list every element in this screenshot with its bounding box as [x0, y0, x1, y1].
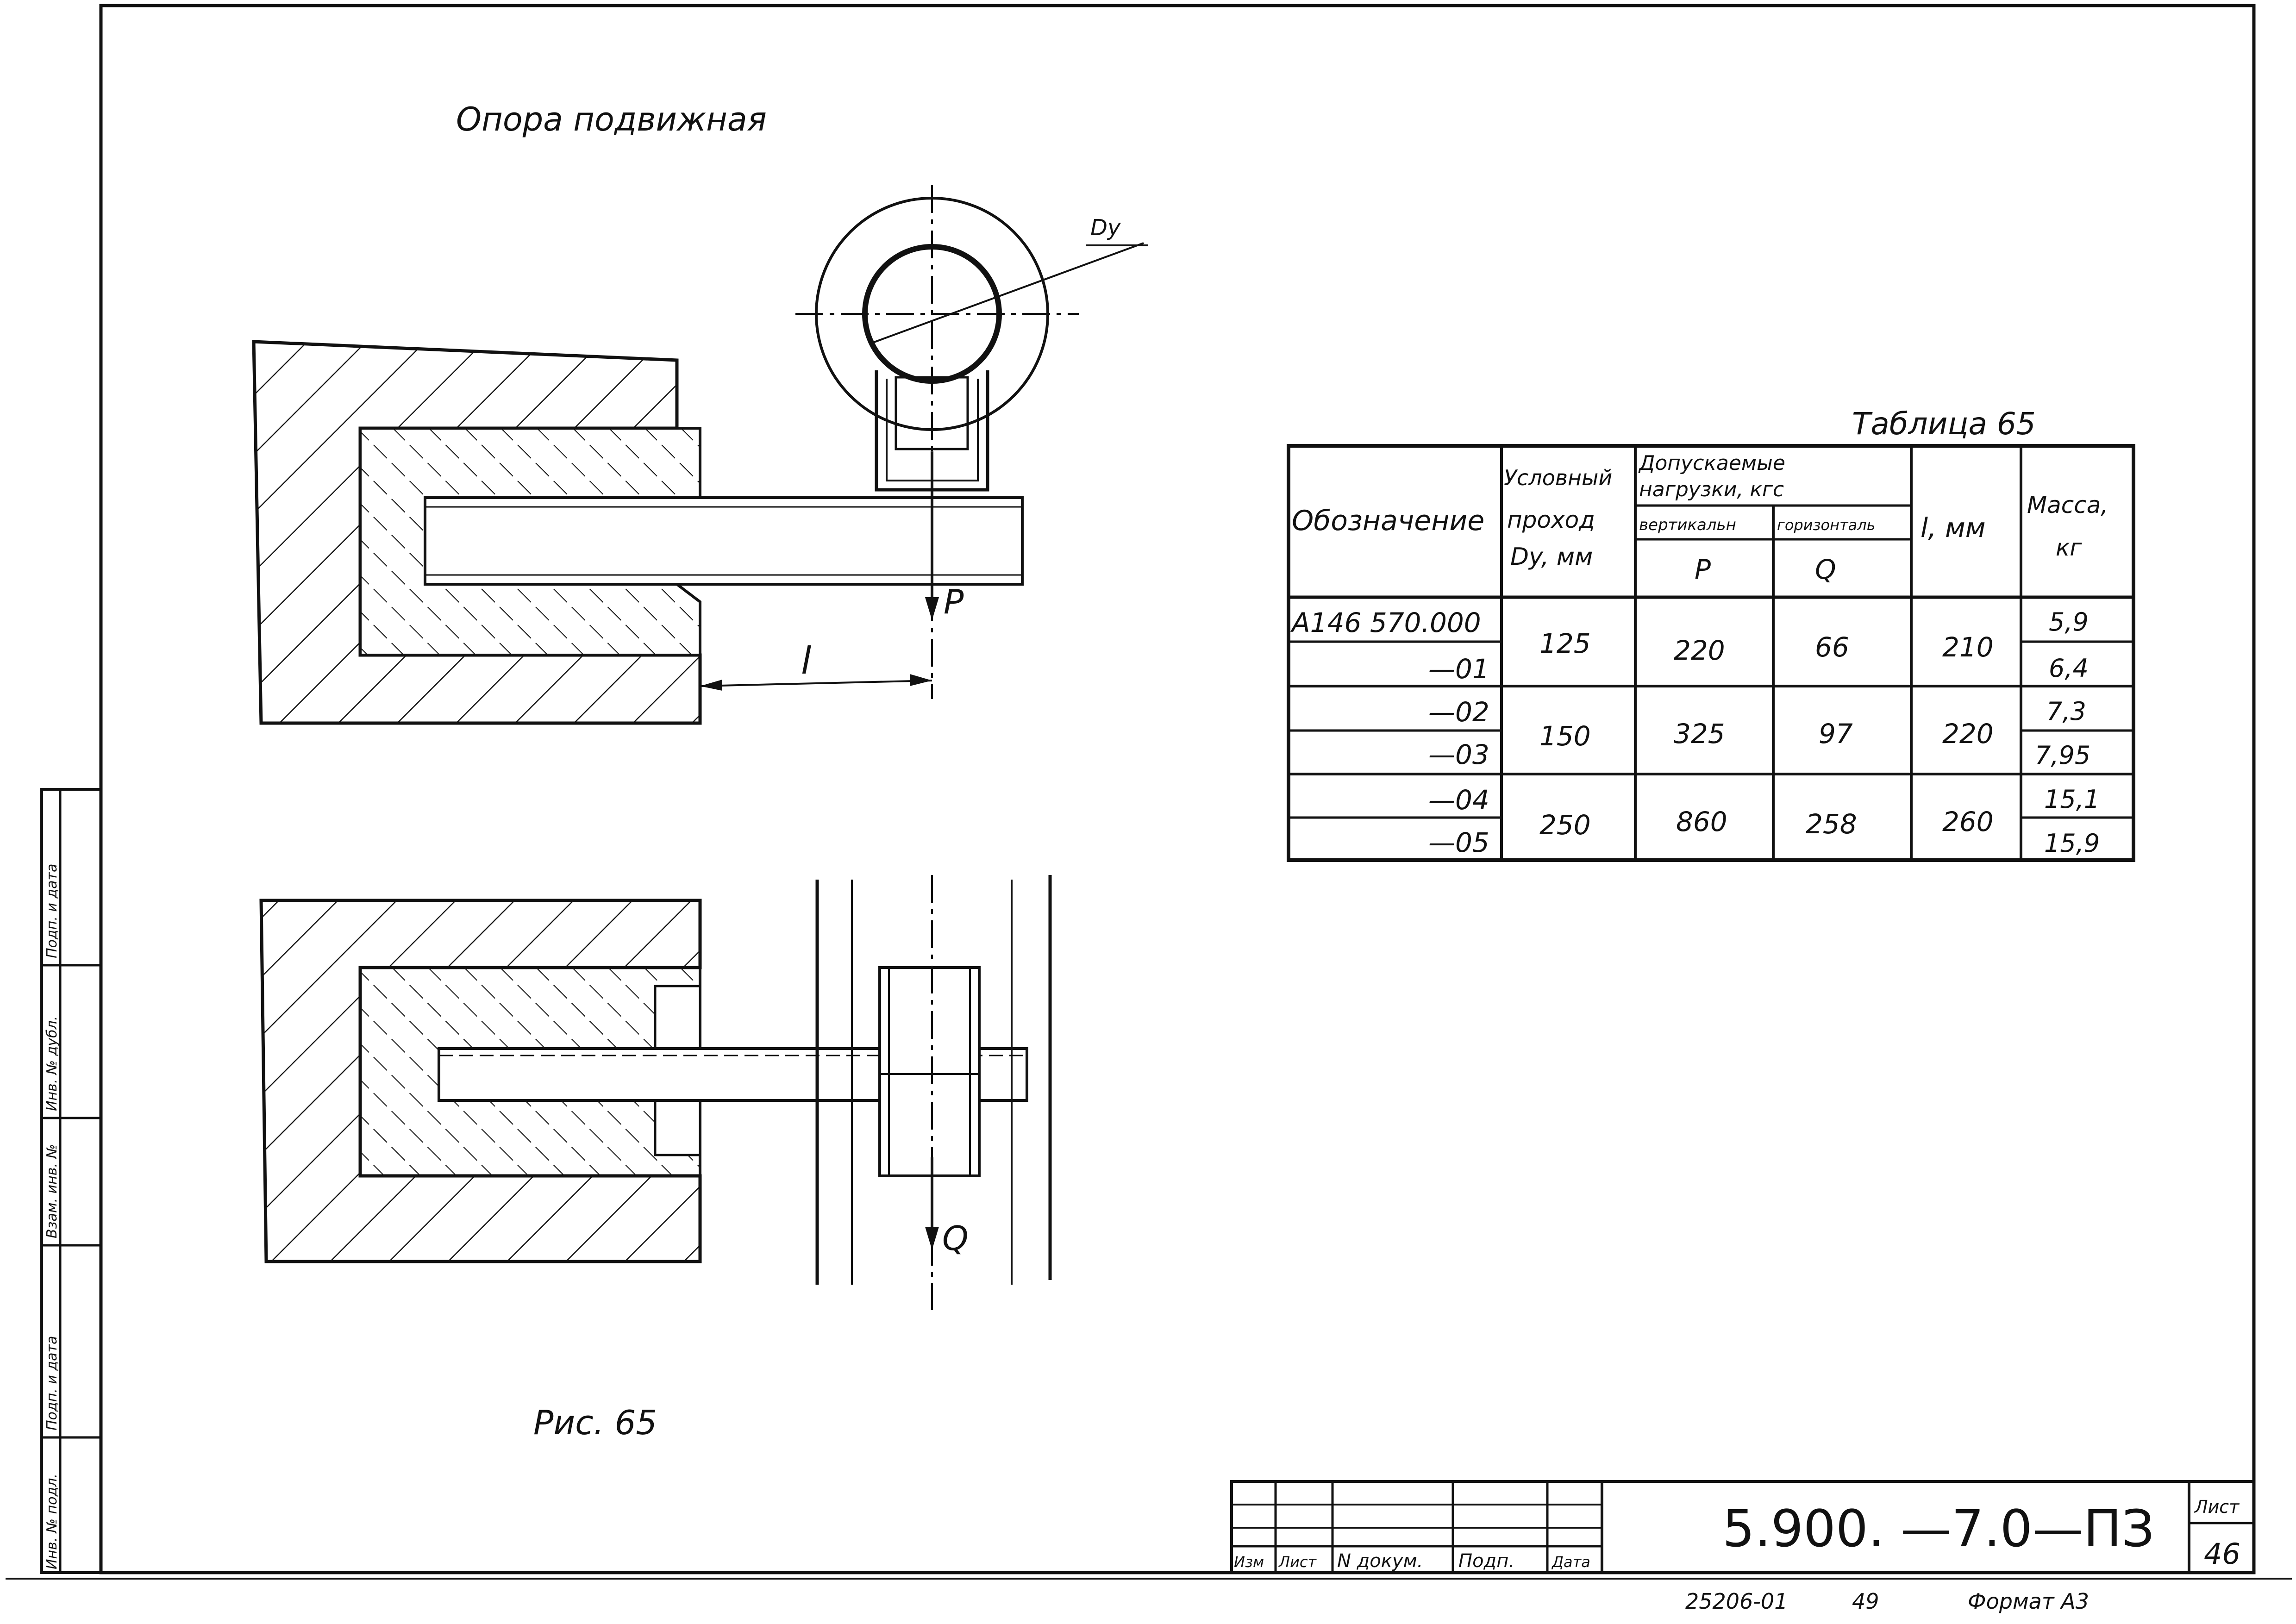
bottom-view: Q [259, 875, 1052, 1310]
mass-cell: 15,9 [2044, 829, 2100, 858]
tb-column: Лист [1278, 1553, 1317, 1571]
header-loads-2: нагрузки, кгс [1639, 478, 1784, 501]
p-label: P [944, 582, 964, 621]
mass-cell: 5,9 [2049, 607, 2089, 637]
mass-cell: 6,4 [2049, 654, 2089, 683]
dy-cell: 250 [1539, 809, 1591, 841]
tb-column: Изм [1234, 1553, 1264, 1571]
header-nominal-3: Dy, мм [1510, 543, 1593, 571]
dy-cell: 150 [1539, 720, 1591, 752]
l-cell: 210 [1942, 631, 1994, 663]
q-cell: 66 [1815, 631, 1849, 663]
header-designation: Обозначение [1292, 505, 1484, 537]
header-vertical: вертикальн [1639, 516, 1736, 534]
stamp-cell: Инв. № подл. [44, 1474, 60, 1569]
tb-column: Дата [1551, 1553, 1590, 1571]
dy-cell: 125 [1539, 628, 1591, 659]
footer-num: 49 [1852, 1589, 1879, 1614]
title-block: Изм Лист N докум. Подп. Дата 5.900. —7.0… [1230, 1480, 2255, 1614]
tb-column: N докум. [1337, 1550, 1423, 1572]
data-table: Таблица 65 Обозначение Условный проход D… [1287, 406, 2135, 862]
designation-cell: —03 [1428, 739, 1489, 770]
figure-caption: Рис. 65 [533, 1403, 657, 1442]
stamp-cell: Взам. инв. № [44, 1144, 60, 1238]
l-cell: 260 [1942, 806, 1994, 837]
side-stamp: Подп. и дата Инв. № дубл. Взам. инв. № П… [40, 788, 102, 1574]
stamp-cell: Подп. и дата [44, 1336, 60, 1430]
q-cell: 258 [1806, 808, 1857, 840]
sheet-number: 46 [2204, 1537, 2240, 1571]
mass-cell: 7,3 [2046, 697, 2086, 726]
q-cell: 97 [1819, 718, 1853, 750]
l-label: l [801, 639, 811, 682]
q-label: Q [942, 1219, 969, 1258]
header-length: l, мм [1921, 512, 1986, 543]
designation-cell: —02 [1428, 696, 1489, 728]
table-caption: Таблица 65 [1852, 406, 2036, 442]
header-p: P [1695, 554, 1711, 585]
l-cell: 220 [1942, 718, 1994, 750]
p-cell: 325 [1674, 718, 1725, 750]
stamp-cell: Подп. и дата [44, 864, 60, 958]
header-loads-1: Допускаемые [1638, 451, 1785, 475]
sheet-frame [6, 4, 2292, 1580]
header-mass-2: кг [2056, 534, 2082, 561]
tb-column: Подп. [1458, 1550, 1514, 1572]
designation-cell: —01 [1428, 653, 1489, 685]
footer-code: 25206-01 [1685, 1589, 1788, 1614]
designation-cell: А146 570.000 [1290, 607, 1481, 638]
doc-number: 5.900. —7.0—ПЗ [1722, 1499, 2154, 1558]
dy-label: Dy [1090, 215, 1121, 241]
designation-cell: —05 [1428, 827, 1489, 858]
mass-cell: 7,95 [2035, 741, 2090, 770]
header-q: Q [1815, 554, 1836, 585]
header-horizontal: горизонталь [1777, 516, 1876, 534]
designation-cell: —04 [1428, 784, 1489, 816]
header-nominal-2: проход [1507, 506, 1595, 533]
drawing-title: Опора подвижная [456, 100, 767, 138]
mass-cell: 15,1 [2044, 785, 2100, 814]
header-nominal-1: Условный [1504, 465, 1612, 490]
header-mass-1: Масса, [2027, 492, 2108, 518]
p-cell: 860 [1676, 806, 1727, 837]
stamp-cell: Инв. № дубл. [44, 1016, 60, 1111]
top-view: Dy P l [252, 185, 1148, 725]
p-cell: 220 [1674, 635, 1725, 666]
sheet-label: Лист [2194, 1497, 2240, 1517]
footer-format: Формат А3 [1968, 1589, 2089, 1614]
